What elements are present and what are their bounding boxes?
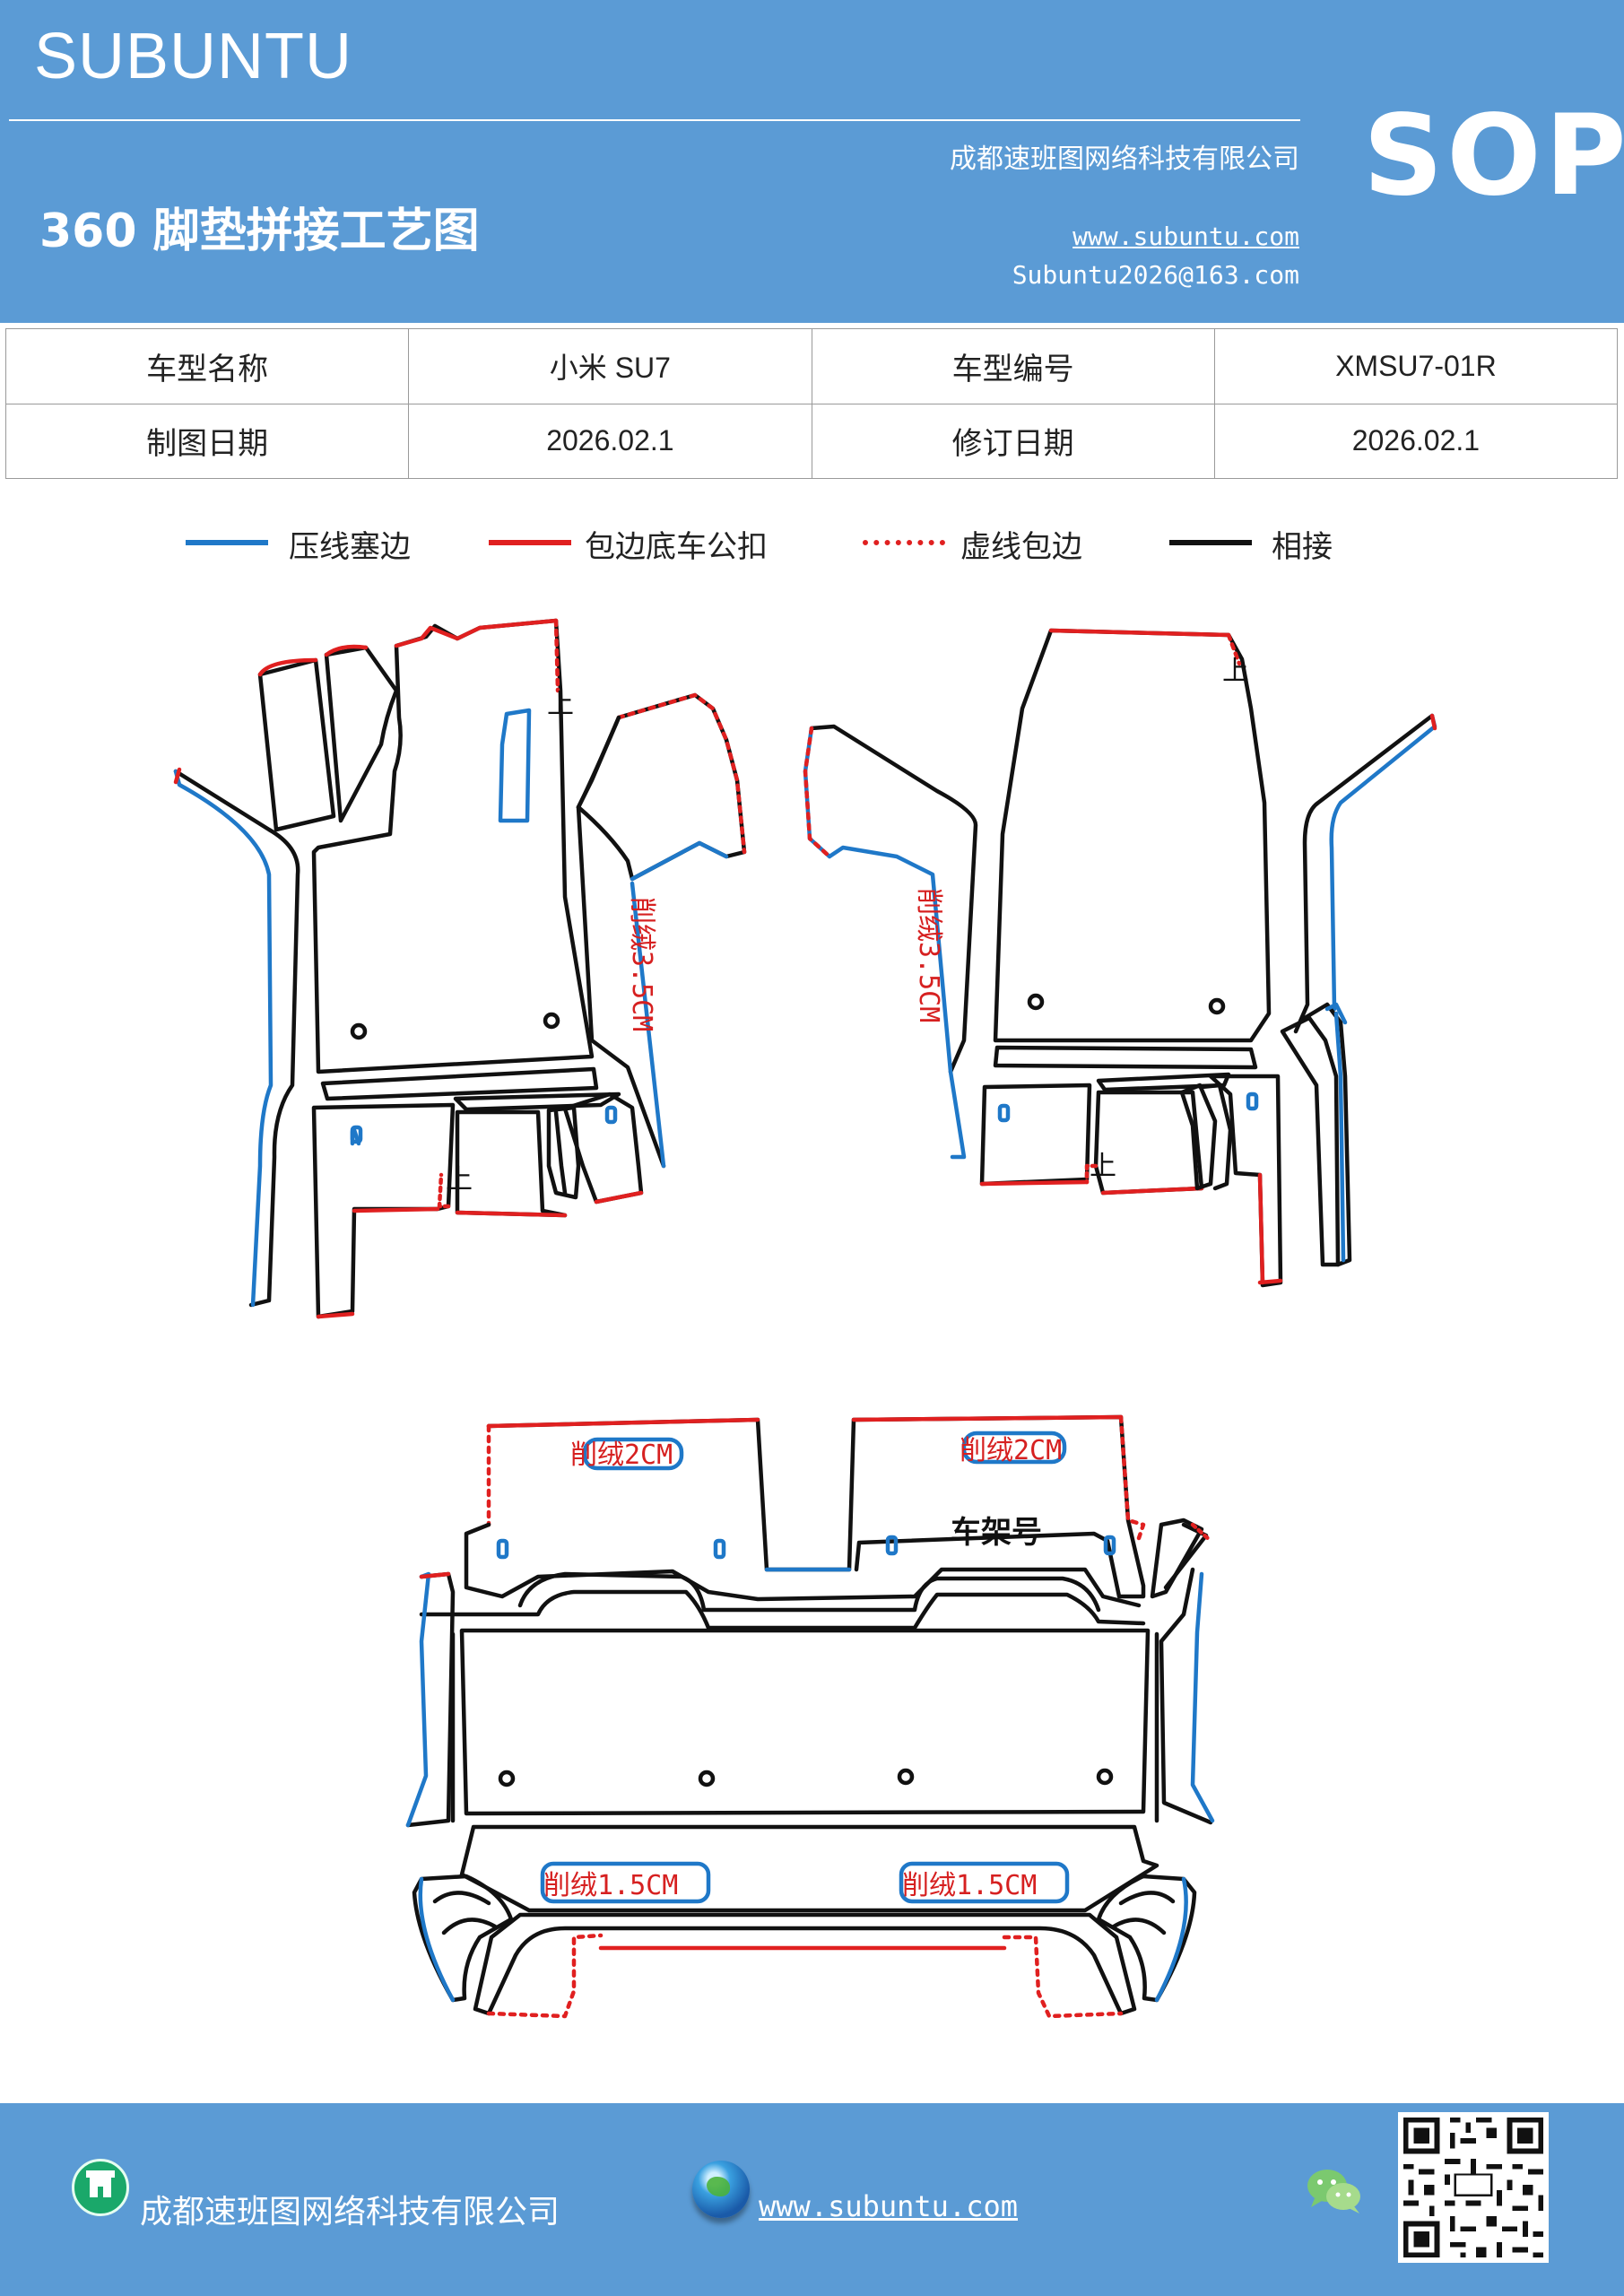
footer-company: 成都速班图网络科技有限公司 [140,2194,560,2231]
legend-red-dotted-line [863,540,945,545]
building-icon [72,2159,129,2216]
label-trim-2cm: 削绒2CM [570,1439,673,1471]
legend-blue-line [186,540,268,545]
front-right-mat [803,628,1437,1288]
front-left-mat [173,618,747,1319]
globe-icon [692,2161,750,2218]
label-trim-1-5cm: 削绒1.5CM [902,1870,1037,1901]
header-email: Subuntu2026@163.com [1012,260,1299,290]
table-row: 制图日期 2026.02.1 修订日期 2026.02.1 [4,403,1619,479]
wechat-icon[interactable] [1306,2166,1363,2216]
label-drawing-date: 制图日期 [4,403,410,479]
value-drawing-date: 2026.02.1 [408,403,812,479]
header-divider [9,119,1300,121]
header-company: 成都速班图网络科技有限公司 [950,144,1299,175]
label-model-name: 车型名称 [4,328,410,404]
legend-label: 压线塞边 [289,529,411,565]
label-trim-1-5cm: 削绒1.5CM [543,1870,678,1901]
label-side-trim: 削绒3.5CM [913,888,944,1022]
label-up: 上 [446,1164,473,1196]
legend-label: 相接 [1272,529,1333,565]
qr-code [1398,2112,1549,2263]
legend-black-line [1169,540,1252,545]
label-revision-date: 修订日期 [811,403,1215,479]
header-website-link[interactable]: www.subuntu.com [1073,222,1299,251]
table-row: 车型名称 小米 SU7 车型编号 XMSU7-01R [4,328,1619,404]
floor-mat-diagram: 上 上 削绒3.5CM 上 上 削绒3. [173,618,1437,2019]
line-legend: 压线塞边 包边底车公扣 虚线包边 相接 [0,522,1624,576]
label-up: 上 [547,689,574,720]
label-frame-number: 车架号 [951,1515,1042,1551]
brand-name: SUBUNTU [34,21,353,92]
legend-label: 包边底车公扣 [585,529,768,565]
header-banner: SUBUNTU 成都速班图网络科技有限公司 SOP 360 脚垫拼接工艺图 ww… [0,0,1624,323]
footer-website-link[interactable]: www.subuntu.com [759,2189,1018,2223]
label-trim-2cm: 削绒2CM [960,1435,1062,1466]
legend-red-line [489,540,571,545]
vehicle-info-table: 车型名称 小米 SU7 车型编号 XMSU7-01R 制图日期 2026.02.… [4,328,1619,479]
value-model-name: 小米 SU7 [408,328,812,404]
footer-banner: 成都速班图网络科技有限公司 www.subuntu.com [0,2103,1624,2296]
label-side-trim: 削绒3.5CM [626,897,657,1031]
label-up: 上 [1222,656,1249,687]
document-title: 360 脚垫拼接工艺图 [39,204,480,258]
rear-mat [405,1414,1215,2019]
sop-badge: SOP [1363,91,1624,221]
label-up: 上 [1090,1151,1116,1182]
label-model-code: 车型编号 [811,328,1215,404]
value-model-code: XMSU7-01R [1213,328,1619,404]
value-revision-date: 2026.02.1 [1213,403,1619,479]
legend-label: 虚线包边 [960,529,1082,565]
